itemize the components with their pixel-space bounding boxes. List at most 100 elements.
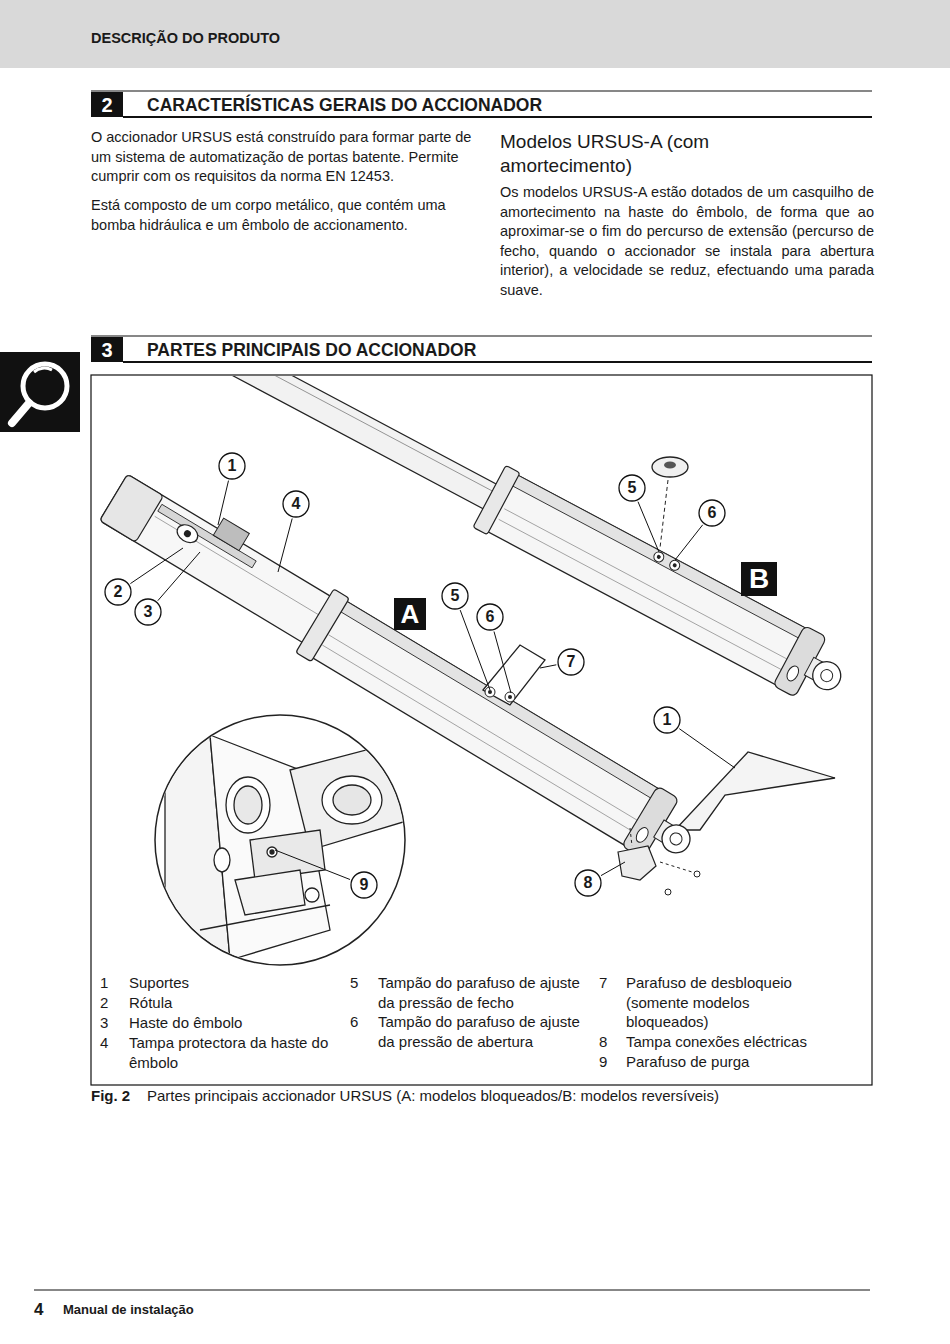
detail-zoom <box>155 715 410 980</box>
section-heading: CARACTERÍSTICAS GERAIS DO ACCIONADOR <box>147 95 542 116</box>
section-rules <box>123 116 872 118</box>
detail-zoom <box>214 848 230 872</box>
callout-circles <box>105 453 725 898</box>
callout-circles <box>654 707 680 733</box>
callout-circles <box>135 599 161 625</box>
actuator-b <box>785 664 801 683</box>
box-letter: B <box>749 565 769 593</box>
callout-number: 6 <box>700 503 724 523</box>
legend-number: 9 <box>599 1052 607 1072</box>
actuator-b <box>473 465 520 534</box>
section-number-box: 2 <box>91 92 123 117</box>
actuator-a <box>158 504 256 568</box>
detail-zoom <box>235 870 305 915</box>
part-name: Tampão do parafuso de ajuste da pressão … <box>378 973 583 1012</box>
side-tab-icon <box>34 368 52 372</box>
figure-caption: Partes principais accionador URSUS (A: m… <box>147 1086 867 1105</box>
actuator-a <box>100 474 338 646</box>
legend-number: 3 <box>100 1013 108 1033</box>
callout-number: 8 <box>576 873 600 893</box>
leader-lines <box>130 481 735 880</box>
actuator-a <box>155 516 326 619</box>
header-band <box>0 0 950 68</box>
box-letter: A <box>401 601 420 627</box>
actuator-b <box>656 554 661 559</box>
detail-zoom <box>234 786 262 824</box>
callout-number: 7 <box>559 652 583 672</box>
box-letter: 2 <box>101 95 112 115</box>
leader-lines <box>638 502 659 552</box>
callout-circles <box>219 453 245 479</box>
footer-text: Manual de instalação <box>63 1302 194 1317</box>
callout-number: 3 <box>136 602 160 622</box>
detail-zoom <box>267 847 277 857</box>
side-tab-icon <box>12 403 29 423</box>
body-paragraph: Os modelos URSUS-A estão dotados de um c… <box>500 183 874 300</box>
actuator-a <box>301 594 661 846</box>
part-name: Haste do êmbolo <box>129 1013 334 1033</box>
part-name: Parafuso de desbloqueio (somente modelos… <box>626 973 816 1032</box>
part-name: Rótula <box>129 993 334 1013</box>
section-rules <box>91 90 872 91</box>
detail-zoom <box>322 776 382 824</box>
electrical-cover <box>660 862 692 872</box>
electrical-cover <box>694 871 700 877</box>
part-name: Parafuso de purga <box>626 1052 816 1072</box>
leader-lines <box>275 850 350 880</box>
actuator-b <box>194 376 856 713</box>
callout-circles <box>351 872 377 898</box>
running-header: DESCRIÇÃO DO PRODUTO <box>91 30 280 46</box>
leader-lines <box>540 665 556 668</box>
actuator-b <box>652 550 666 564</box>
electrical-cover <box>618 828 700 895</box>
callout-number: 4 <box>284 494 308 514</box>
actuator-b <box>819 668 835 684</box>
model-letter-box: A <box>394 598 426 630</box>
leader-lines <box>130 548 183 584</box>
detail-zoom <box>270 850 274 854</box>
callout-number: 2 <box>106 582 130 602</box>
callout-circles <box>619 475 645 501</box>
body-paragraph: O accionador URSUS está construído para … <box>91 128 476 187</box>
callout-circles <box>699 500 725 526</box>
legend-number: 1 <box>100 973 108 993</box>
part-name: Tampa protectora da haste do êmbolo <box>129 1033 334 1072</box>
detail-zoom <box>333 785 371 815</box>
callout-number: 1 <box>655 710 679 730</box>
subsection-heading: Modelos URSUS-A (com amortecimento) <box>500 130 730 178</box>
callout-number: 5 <box>443 586 467 606</box>
actuator-b <box>668 559 682 573</box>
section-rules <box>123 361 872 363</box>
washer-part <box>664 462 676 469</box>
section-heading: PARTES PRINCIPAIS DO ACCIONADOR <box>147 340 476 361</box>
release-flap <box>483 645 545 705</box>
actuator-b <box>672 563 677 568</box>
box-letter: 3 <box>101 340 112 360</box>
actuator-b <box>808 657 846 695</box>
model-letter-box: B <box>741 562 777 596</box>
washer-part <box>660 480 668 548</box>
footer-rule <box>34 1289 870 1290</box>
callout-circles <box>477 604 503 630</box>
leader-lines <box>601 862 625 876</box>
electrical-cover <box>665 889 671 895</box>
actuator-a <box>508 695 512 699</box>
actuator-b <box>194 376 856 713</box>
mounting-plate <box>675 752 835 830</box>
detail-zoom <box>305 888 319 902</box>
detail-zoom <box>165 720 410 980</box>
part-name: Suportes <box>129 973 334 993</box>
legend-number: 5 <box>350 973 358 993</box>
callout-number: 5 <box>620 478 644 498</box>
electrical-cover <box>630 828 632 846</box>
callout-circles <box>105 579 131 605</box>
callout-circles <box>558 649 584 675</box>
section-rules <box>91 335 872 336</box>
leader-lines <box>675 525 703 560</box>
actuator-a <box>634 825 651 844</box>
part-name: Tampão do parafuso de ajuste da pressão … <box>378 1012 583 1051</box>
actuator-a <box>488 690 492 694</box>
figure-number: Fig. 2 <box>91 1086 130 1105</box>
